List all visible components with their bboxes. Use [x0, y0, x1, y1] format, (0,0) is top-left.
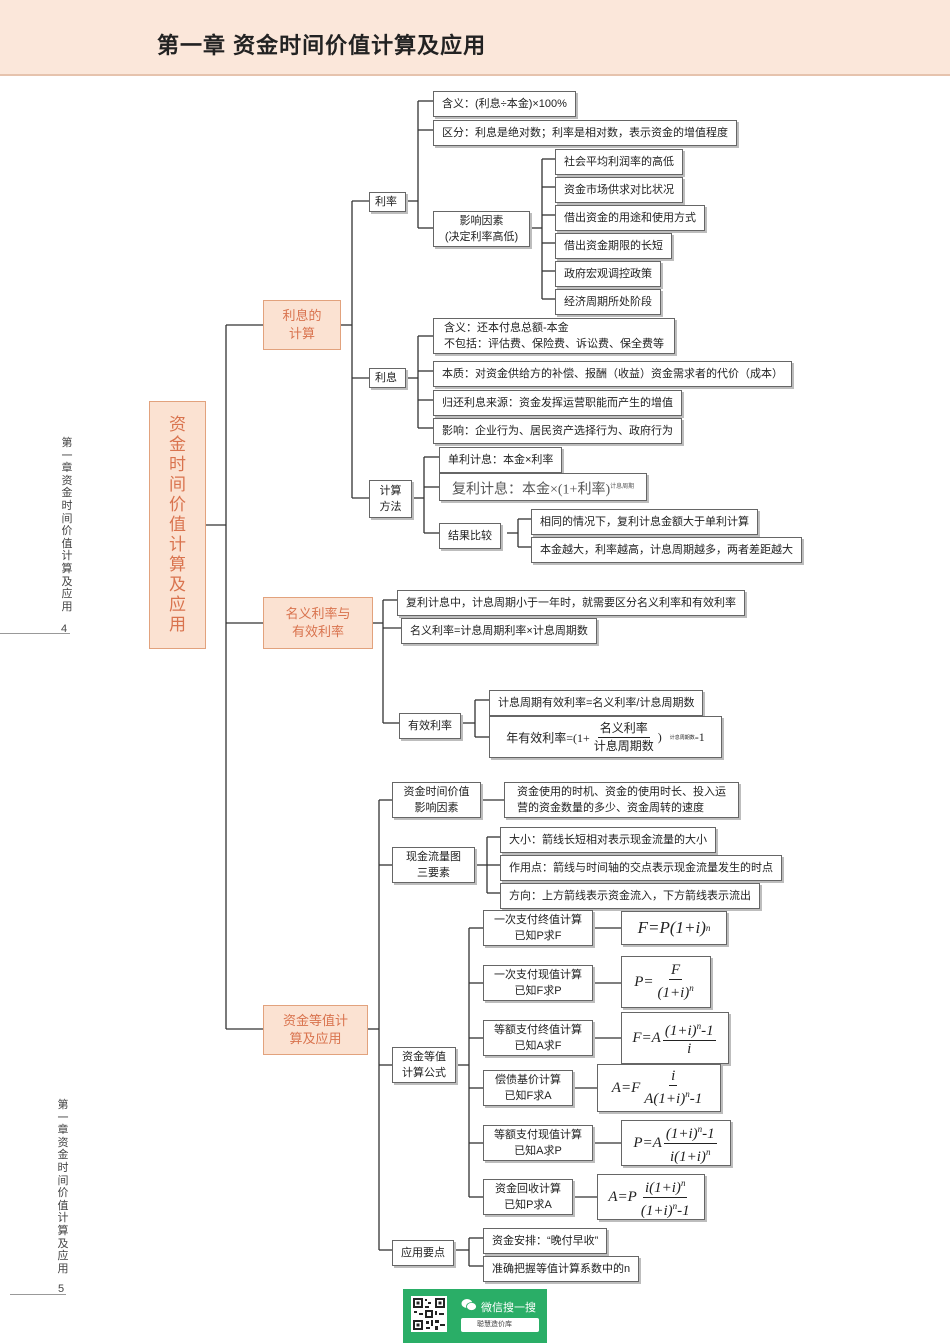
- node-formula-4: 偿债基价计算已知F求A: [483, 1070, 573, 1106]
- node-rate-factors: 影响因素 (决定利率高低): [433, 211, 530, 247]
- node-interest-source: 归还利息来源：资金发挥运营职能而产生的增值: [433, 390, 682, 416]
- node-formula-6: 资金回收计算已知P求A: [483, 1179, 573, 1215]
- node-effective-rate: 有效利率: [399, 713, 461, 739]
- side-chapter-label-upper: 第一章资金时间价值计算及应用: [61, 437, 73, 613]
- node-cashflow-direction: 方向：上方箭线表示资金流入，下方箭线表示流出: [500, 883, 760, 909]
- page-number-upper: 4: [61, 623, 68, 635]
- node-factor-1: 社会平均利润率的高低: [555, 149, 683, 175]
- page-title: 第一章 资金时间价值计算及应用: [157, 33, 487, 58]
- node-interest-essence: 本质：对资金供给方的补偿、报酬（收益）资金需求者的代价（成本）: [433, 361, 792, 387]
- page-divider-upper: [0, 633, 70, 634]
- node-application-1: 资金安排：“晚付早收”: [483, 1228, 608, 1254]
- node-calc-method: 计算 方法: [369, 480, 412, 518]
- node-interest: 利息: [369, 368, 406, 388]
- side-chapter-label-lower: 第一章资金时间价值计算及应用: [57, 1099, 69, 1275]
- wechat-search-banner[interactable]: 微信搜一搜 聪慧造价库: [403, 1289, 547, 1343]
- node-rate-difference: 区分：利息是绝对数；利率是相对数，表示资金的增值程度: [433, 120, 737, 146]
- node-factor-3: 借出资金的用途和使用方式: [555, 205, 705, 231]
- node-nominal-note: 复利计息中，计息周期小于一年时，就需要区分名义利率和有效利率: [397, 590, 745, 616]
- node-compare-1: 相同的情况下，复利计息金额大于单利计算: [531, 509, 758, 535]
- wechat-icon: [461, 1299, 477, 1311]
- root-node: 资金时间价值计算及应用: [149, 401, 206, 649]
- node-interest-rate: 利率: [369, 192, 406, 212]
- wechat-search-label: 微信搜一搜: [481, 1302, 536, 1314]
- node-cashflow: 现金流量图 三要素: [392, 847, 475, 883]
- node-factor-4: 借出资金期限的长短: [555, 233, 672, 259]
- node-interest-definition: 含义：还本付息总额-本金 不包括：评估费、保险费、诉讼费、保全费等: [433, 318, 675, 354]
- node-nominal-formula: 名义利率=计息周期利率×计息周期数: [401, 618, 597, 644]
- category-nominal-effective: 名义利率与有效利率: [263, 597, 373, 649]
- node-compare-2: 本金越大，利率越高，计息周期越多，两者差距越大: [531, 537, 802, 563]
- node-factor-2: 资金市场供求对比状况: [555, 177, 683, 203]
- wechat-search-input[interactable]: 聪慧造价库: [461, 1318, 539, 1332]
- node-annual-effective: 年有效利率=(1+ 名义利率计息周期数 )计息周期数-1: [489, 716, 722, 758]
- node-formula-group: 资金等值 计算公式: [392, 1047, 456, 1083]
- node-formula-3: 等额支付终值计算已知A求F: [483, 1020, 593, 1056]
- node-cashflow-point: 作用点：箭线与时间轴的交点表示现金流量发生的时点: [500, 855, 782, 881]
- node-interest-impact: 影响：企业行为、居民资产选择行为、政府行为: [433, 418, 682, 444]
- node-cashflow-size: 大小：箭线长短相对表示现金流量的大小: [500, 827, 716, 853]
- page-header: 第一章 资金时间价值计算及应用: [0, 0, 950, 76]
- page-number-lower: 5: [58, 1283, 65, 1295]
- node-factor-5: 政府宏观调控政策: [555, 261, 661, 287]
- node-formula-5: 等额支付现值计算已知A求P: [483, 1125, 593, 1161]
- qr-code-icon: [411, 1296, 447, 1332]
- node-compound-interest: 复利计息：本金×(1+利率)计息周期: [439, 473, 648, 501]
- node-effective-period: 计息周期有效利率=名义利率/计息周期数: [489, 690, 704, 716]
- node-formula-2: 一次支付现值计算已知F求P: [483, 965, 593, 1001]
- node-simple-interest: 单利计息：本金×利率: [439, 447, 563, 473]
- category-equivalent-value: 资金等值计算及应用: [263, 1005, 368, 1055]
- node-application: 应用要点: [392, 1240, 454, 1266]
- node-rate-definition: 含义：(利息÷本金)×100%: [433, 91, 576, 117]
- formula-future-value: F=P(1+i)n: [621, 911, 727, 945]
- node-time-value-factor-text: 资金使用的时机、资金的使用时长、投入运 营的资金数量的多少、资金周转的速度: [504, 782, 739, 818]
- node-compare: 结果比较: [439, 523, 501, 549]
- node-time-value-factors: 资金时间价值 影响因素: [392, 782, 481, 818]
- node-formula-1: 一次支付终值计算已知P求F: [483, 910, 593, 946]
- page-divider-lower: [10, 1294, 66, 1295]
- node-application-2: 准确把握等值计算系数中的n: [483, 1256, 640, 1282]
- category-interest-calc: 利息的计算: [263, 300, 341, 350]
- node-factor-6: 经济周期所处阶段: [555, 289, 661, 315]
- formula-present-value: P=F(1+i)n: [621, 956, 711, 1008]
